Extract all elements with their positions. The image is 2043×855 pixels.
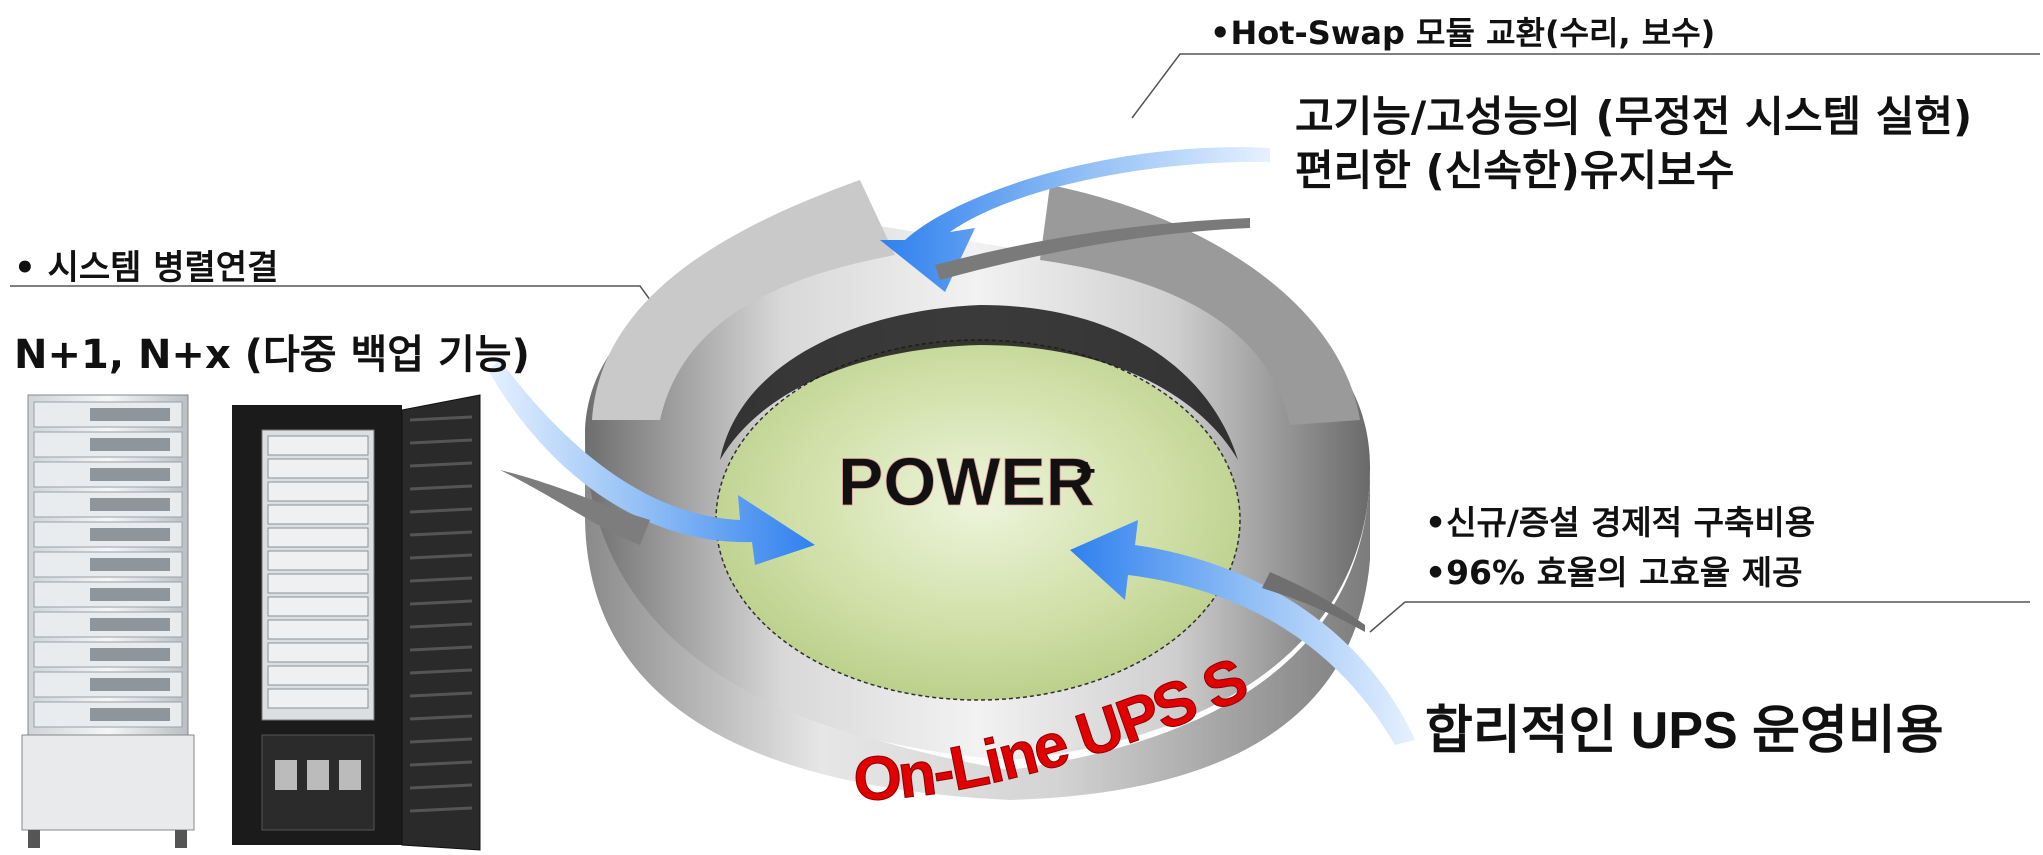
headline-line-1: 고기능/고성능의 (무정전 시스템 실현): [1295, 92, 1973, 141]
curved-arrow-icon: [1070, 520, 1415, 745]
high-performance-headline: 고기능/고성능의 (무정전 시스템 실현) 편리한 (신속한)유지보수: [1295, 90, 1972, 198]
redundancy-headline: N+1, N+x (다중 백업 기능): [14, 332, 530, 378]
inner-rim: [720, 305, 1238, 460]
curved-arrow-icon: [880, 147, 1270, 292]
power-label: POWER: [838, 444, 1095, 520]
cost-bullets: •신규/증설 경제적 구축비용 •96% 효율의 고효율 제공: [1425, 498, 1815, 598]
pointer-wedge: [500, 470, 650, 545]
cost-bullet-1: •신규/증설 경제적 구축비용: [1425, 503, 1816, 542]
ring-back-left: [592, 180, 895, 420]
cost-bullet-2: •96% 효율의 고효율 제공: [1425, 553, 1803, 592]
power-superscript: +: [1076, 452, 1096, 490]
curved-arrow-icon: [488, 360, 815, 565]
hot-swap-bullet: •Hot-Swap 모듈 교환(수리, 보수): [1210, 14, 1716, 52]
operating-cost-headline: 합리적인 UPS 운영비용: [1425, 702, 1944, 760]
pointer-wedge: [1262, 572, 1365, 632]
headline-line-2: 편리한 (신속한)유지보수: [1295, 146, 1735, 195]
ups-stack-unit-icon: [21, 394, 195, 848]
parallel-connection-bullet: • 시스템 병렬연결: [14, 248, 279, 288]
ring-back-right: [1040, 185, 1360, 425]
center-plate: [715, 339, 1241, 701]
ups-rack-cabinet-icon: [232, 394, 481, 851]
pointer-wedge: [935, 218, 1250, 280]
